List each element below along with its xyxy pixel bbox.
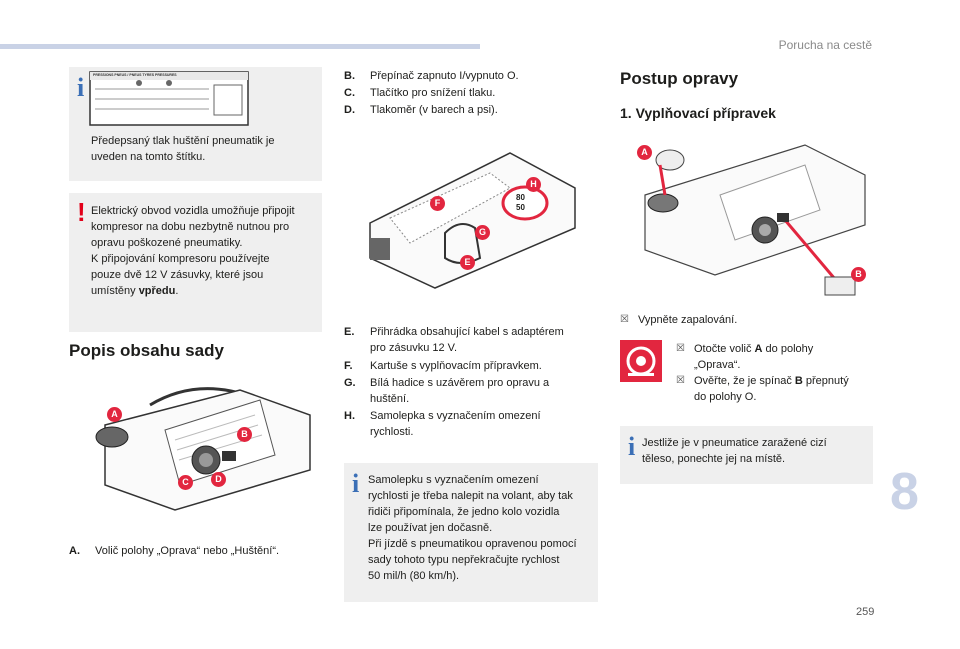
- speed-sticker-bottom: 50: [516, 203, 525, 212]
- warning-line-6-bold: vpředu: [138, 285, 176, 297]
- section-title-contents: Popis obsahu sady: [69, 341, 224, 360]
- item-h-key: H.: [344, 410, 355, 422]
- item-a-key: A.: [69, 545, 80, 557]
- item-f-text: Kartuše s vyplňovacím přípravkem.: [370, 360, 542, 372]
- tyre-label-text: PRESSIONS PNEUS / PNEUS TYRES PRESSURES: [93, 73, 177, 77]
- badge-b-kit: B: [237, 427, 252, 442]
- badge-b-procedure: B: [851, 267, 866, 282]
- speed-sticker-top: 80: [516, 193, 525, 202]
- item-c-text: Tlačítko pro snížení tlaku.: [370, 87, 496, 99]
- step-2-bold: A: [754, 343, 763, 355]
- item-f-key: F.: [344, 360, 353, 372]
- warning-line-1: Elektrický obvod vozidla umožňuje připoj…: [91, 205, 295, 217]
- repair-kit-illustration: [95, 387, 311, 511]
- item-g-line2: huštění.: [370, 393, 410, 405]
- item-e-line2: pro zásuvku 12 V.: [370, 342, 458, 354]
- info-icon: i: [77, 73, 85, 102]
- badge-h-kit: H: [526, 177, 541, 192]
- repair-kit-side-illustration: [369, 152, 576, 289]
- badge-c-kit: C: [178, 475, 193, 490]
- item-b-text: Přepínač zapnuto I/vypnuto O.: [370, 70, 519, 82]
- warning-line-6-post: .: [175, 285, 179, 297]
- step-3-line1: Ověřte, že je spínač B přepnutý: [694, 373, 849, 389]
- warning-line-2: kompresor na dobu nezbytně nutnou pro: [91, 221, 290, 233]
- info2-line-3: řidiči připomínala, že jedno kolo vozidl…: [368, 506, 560, 518]
- badge-f-kit: F: [430, 196, 445, 211]
- step-2-line2: „Oprava“.: [694, 359, 741, 371]
- step-2-pre: Otočte volič: [694, 343, 755, 355]
- info-text-tyre-label: Předepsaný tlak huštění pneumatik je uve…: [91, 135, 275, 163]
- step-1-text: Vypněte zapalování.: [638, 314, 738, 326]
- badge-a-procedure: A: [637, 145, 652, 160]
- warning-icon: !: [77, 197, 86, 227]
- warning-line-6: umístěny vpředu.: [91, 283, 178, 299]
- page-number: 259: [856, 606, 875, 618]
- info2-line-6: sady tohoto typu nepřekračujte rychlost: [368, 554, 560, 566]
- item-e-key: E.: [344, 326, 355, 338]
- chapter-number: 8: [890, 463, 919, 521]
- procedure-kit-illustration: [644, 144, 866, 296]
- item-a-text: Volič polohy „Oprava“ nebo „Huštění“.: [95, 545, 280, 557]
- header-bar: [0, 44, 480, 49]
- warning-box: ! Elektrický obvod vozidla umožňuje přip…: [69, 193, 322, 332]
- info-icon-2: i: [352, 469, 360, 498]
- step-3-bold: B: [794, 375, 803, 387]
- info2-line-2: rychlosti je třeba nalepit na volant, ab…: [368, 490, 573, 502]
- item-h-line2: rychlosti.: [370, 426, 414, 438]
- item-b-key: B.: [344, 70, 355, 82]
- info3-line-1: Jestliže je v pneumatice zaražené cizí: [642, 437, 827, 449]
- item-e-line1: Přihrádka obsahující kabel s adaptérem: [370, 326, 564, 338]
- step-3-pre: Ověřte, že je spínač: [694, 375, 795, 387]
- item-g-line1: Bílá hadice s uzávěrem pro opravu a: [370, 377, 550, 389]
- section-subtitle-sealant: 1. Vyplňovací přípravek: [620, 105, 776, 121]
- item-h-line1: Samolepka s vyznačením omezení: [370, 410, 541, 422]
- info2-line-1: Samolepku s vyznačením omezení: [368, 474, 539, 486]
- item-d-key: D.: [344, 104, 355, 116]
- badge-d-kit: D: [211, 472, 226, 487]
- info-icon-3: i: [628, 432, 636, 461]
- warning-line-6-pre: umístěny: [91, 285, 139, 297]
- info-box-tyre-label: i PRESSIONS PNEUS / PNEUS TYRES PRESSURE…: [69, 67, 322, 181]
- item-g-key: G.: [344, 377, 356, 389]
- step-3-line2: do polohy O.: [694, 391, 757, 403]
- warning-line-4: K připojování kompresoru používejte: [91, 253, 270, 265]
- step-3-post: přepnutý: [802, 375, 849, 387]
- bullet-icon-3: ☒: [676, 375, 685, 386]
- bullet-icon-2: ☒: [676, 343, 685, 354]
- item-c-key: C.: [344, 87, 355, 99]
- warning-line-5: pouze dvě 12 V zásuvky, které jsou: [91, 269, 264, 281]
- info3-line-2: těleso, ponechte jej na místě.: [642, 453, 786, 465]
- warning-line-3: opravu poškozené pneumatiky.: [91, 237, 243, 249]
- section-title-procedure: Postup opravy: [620, 69, 739, 88]
- badge-a-kit: A: [107, 407, 122, 422]
- info2-line-7: 50 mil/h (80 km/h).: [368, 570, 460, 582]
- info-box-foreign-object: i Jestliže je v pneumatice zaražené cizí…: [620, 426, 873, 484]
- info2-line-4: lze používat jen dočasně.: [368, 522, 493, 534]
- info2-line-5: Při jízdě s pneumatikou opravenou pomocí: [368, 538, 577, 550]
- badge-g-kit: G: [475, 225, 490, 240]
- info-box-speed-sticker: i Samolepku s vyznačením omezení rychlos…: [344, 463, 598, 602]
- repair-mode-icon: [620, 340, 662, 382]
- tyre-pressure-label-image: [89, 71, 249, 126]
- step-2-post: do polohy: [762, 343, 814, 355]
- badge-e-kit: E: [460, 255, 475, 270]
- item-d-text: Tlakoměr (v barech a psi).: [370, 104, 498, 116]
- bullet-icon: ☒: [620, 314, 629, 325]
- step-2-line1: Otočte volič A do polohy: [694, 341, 813, 357]
- chapter-title: Porucha na cestě: [778, 38, 872, 52]
